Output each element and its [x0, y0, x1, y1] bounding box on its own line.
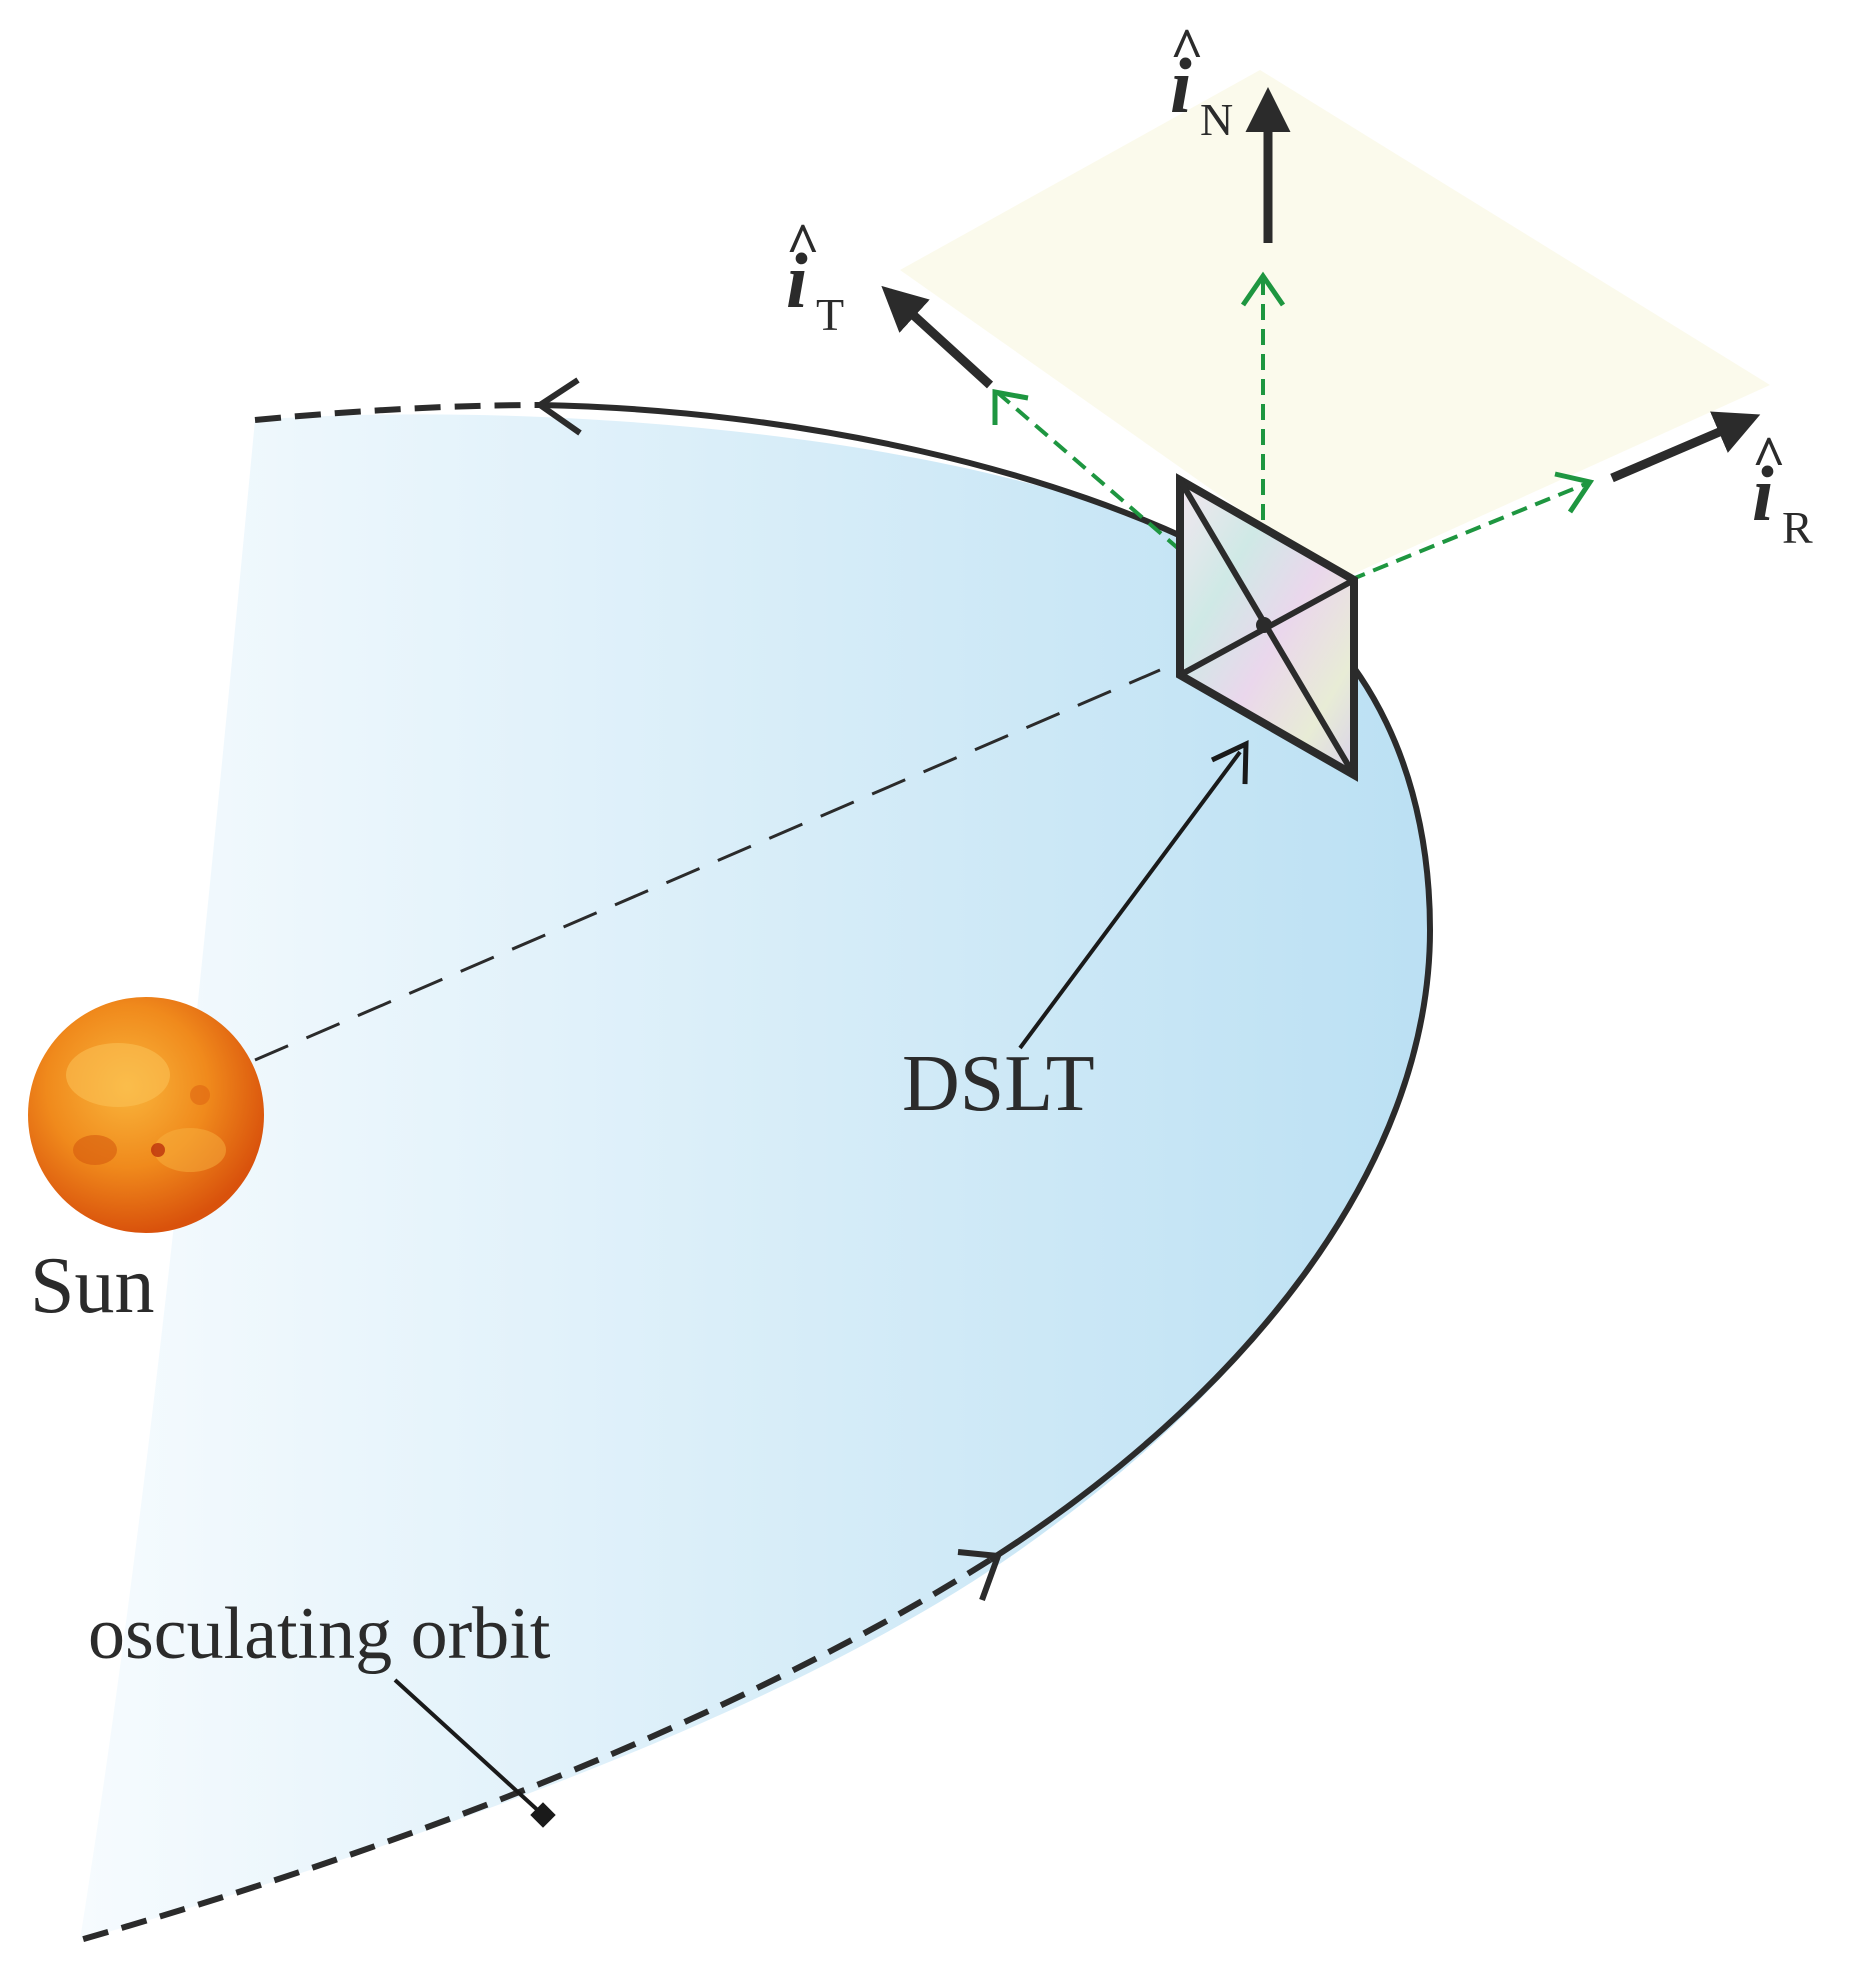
orbital-plane — [80, 414, 1430, 1941]
solar-sail-icon — [1176, 473, 1358, 782]
sail-center — [1256, 617, 1272, 633]
sail-label: DSLT — [902, 1040, 1095, 1128]
sun-label: Sun — [30, 1242, 155, 1330]
orbit-pointer-line — [393, 1678, 545, 1817]
orbit-label: osculating orbit — [88, 1593, 551, 1675]
green-arrowhead-radial — [1554, 471, 1595, 514]
sun-sphere-icon — [28, 997, 264, 1233]
vector-label-transverse-symbol: i — [786, 237, 808, 324]
orbit-direction-arrow-bottom — [957, 1549, 1003, 1602]
green-vector-radial — [1349, 481, 1589, 582]
orbit-solid-arc — [539, 402, 1434, 1563]
vector-label-normal: i ^ N — [1170, 16, 1233, 145]
vector-label-radial-hat: ^ — [1752, 424, 1786, 489]
vector-label-normal-subscript: N — [1200, 94, 1233, 145]
sail-pointer-arrowhead — [1210, 740, 1249, 785]
green-arrowhead-normal — [1240, 271, 1286, 307]
vector-label-normal-hat: ^ — [1170, 16, 1204, 81]
green-vector-transverse — [996, 391, 1182, 552]
vector-radial-arrow — [1610, 411, 1761, 483]
vector-transverse-arrow — [881, 285, 994, 389]
sail-pointer-arrow — [1018, 750, 1242, 1050]
vector-label-radial-symbol: i — [1752, 450, 1774, 537]
orbit-direction-arrow-top — [534, 377, 582, 436]
vector-label-transverse-hat: ^ — [786, 211, 820, 276]
vector-label-radial-subscript: R — [1782, 502, 1813, 553]
green-arrowhead-transverse — [992, 389, 1029, 425]
vector-label-transverse-subscript: T — [816, 289, 844, 340]
orbit-dashed-bottom — [79, 1557, 992, 1943]
orbit-dashed-top — [254, 402, 541, 423]
local-frame-plane — [900, 70, 1770, 580]
vector-label-normal-symbol: i — [1170, 42, 1192, 129]
vector-label-transverse: i ^ T — [786, 211, 844, 340]
vector-label-radial: i ^ R — [1752, 424, 1813, 553]
